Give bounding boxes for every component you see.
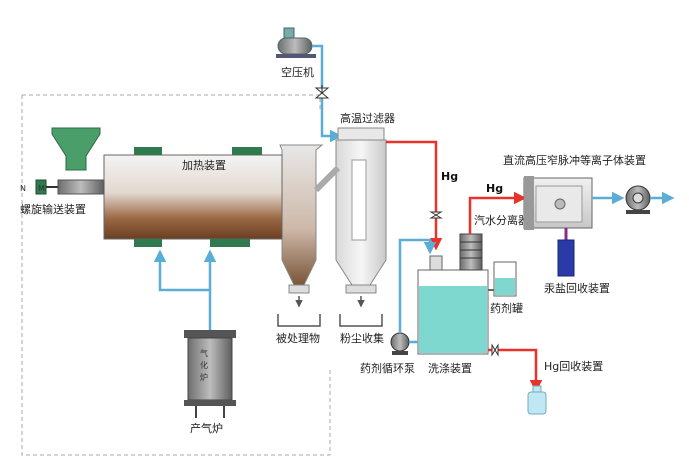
dust-collection-label: 粉尘收集 <box>340 331 384 345</box>
hg-recovery-label: Hg回收装置 <box>544 359 603 373</box>
hg-valve-2 <box>491 343 499 357</box>
dust-tray <box>339 314 383 327</box>
gas-line-main <box>153 249 212 330</box>
high-temp-filter-label: 高温过滤器 <box>340 111 395 125</box>
steam-water-separator <box>459 233 483 271</box>
furnace-label-1: 气 <box>200 348 208 358</box>
washing-device <box>417 255 489 355</box>
air-valve-icon <box>314 85 330 99</box>
hg-label-2: Hg <box>486 182 503 195</box>
connector-pipe <box>313 165 341 193</box>
reagent-tank <box>488 261 517 297</box>
furnace-label-3: 炉 <box>200 372 208 382</box>
motor-n-label: N <box>20 184 26 193</box>
reagent-tank-label: 药剂罐 <box>490 301 523 315</box>
heating-device-label: 加热装置 <box>182 159 226 172</box>
washing-device-label: 洗涤装置 <box>428 361 472 375</box>
treated-tray <box>277 314 321 327</box>
motor-m-label: M <box>38 184 45 193</box>
mercury-salt-recovery-label: 汞盐回收装置 <box>544 281 610 295</box>
steam-water-separator-label: 汽水分离器 <box>474 213 529 227</box>
air-line <box>312 44 343 143</box>
air-compressor-icon <box>276 27 316 58</box>
furnace-label-2: 化 <box>200 360 208 370</box>
mercury-salt-recovery-unit <box>557 239 575 277</box>
hg-line-to-washer <box>386 140 443 251</box>
high-temp-filter <box>335 127 387 294</box>
reagent-pump <box>390 332 410 355</box>
treated-material-label: 被处理物 <box>276 331 320 345</box>
hg-line-to-plasma <box>468 191 527 234</box>
screw-conveyor-label: 螺旋输送装置 <box>20 202 86 216</box>
dc-pulse-plasma-device <box>523 176 593 230</box>
reagent-pump-label: 药剂循环泵 <box>360 361 415 375</box>
hg-valve-1 <box>429 211 443 219</box>
hg-label-1: Hg <box>441 170 458 183</box>
gas-furnace-label: 产气炉 <box>190 421 223 435</box>
gas-furnace <box>184 330 236 418</box>
reagent-loop <box>398 238 437 333</box>
treated-material-column <box>279 144 324 294</box>
air-compressor-label: 空压机 <box>281 65 314 79</box>
hg-recovery-bottle <box>527 385 547 415</box>
rotary-kiln <box>103 147 283 247</box>
feed-hopper <box>51 127 101 171</box>
dc-pulse-plasma-label: 直流高压窄脉冲等离子体装置 <box>503 153 646 167</box>
exhaust-fan-icon <box>625 185 651 214</box>
hg-line-to-recovery <box>488 348 543 393</box>
screw-conveyor <box>35 179 105 195</box>
